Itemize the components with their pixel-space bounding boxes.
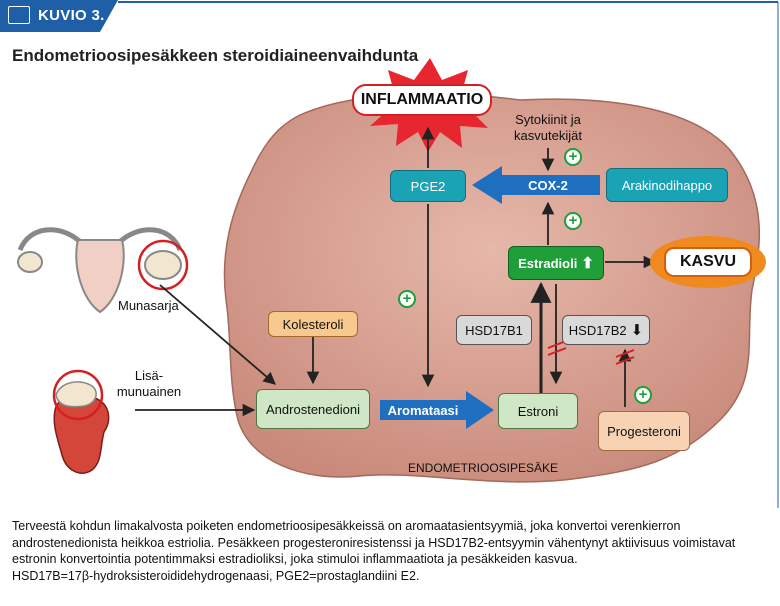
- node-androstenedioni: Androstenedioni: [256, 389, 370, 429]
- node-arakinodihappo-label: Arakinodihappo: [621, 177, 713, 193]
- arrow-ovary-to-andro: [159, 284, 276, 385]
- node-aromataasi-label: Aromataasi: [387, 402, 459, 418]
- plus-icon-sytokiinit: +: [564, 148, 582, 166]
- node-estradioli: Estradioli ⬆: [508, 246, 604, 280]
- node-kasvu-label: KASVU: [679, 253, 736, 270]
- plus-icon-estradioli-cox2: +: [564, 212, 582, 230]
- caption-paragraph-2: HSD17B=17β-hydroksisteroididehydrogenaas…: [12, 568, 420, 583]
- inhibit-mark-hsd17b2: [615, 349, 635, 365]
- node-kolesteroli-label: Kolesteroli: [282, 316, 344, 332]
- node-arakinodihappo: Arakinodihappo: [606, 168, 728, 202]
- node-kasvu: KASVU: [664, 247, 752, 277]
- node-cox2: COX-2: [518, 175, 578, 195]
- node-kolesteroli: Kolesteroli: [268, 311, 358, 337]
- node-androstenedioni-label: Androstenedioni: [266, 401, 360, 417]
- node-hsd17b2: HSD17B2 ⬇: [562, 315, 650, 345]
- node-hsd17b1: HSD17B1: [456, 315, 532, 345]
- node-hsd17b1-label: HSD17B1: [465, 322, 523, 338]
- node-hsd17b2-label: HSD17B2: [568, 322, 627, 338]
- figure-caption: Terveestä kohdun limakalvosta poiketen e…: [12, 518, 772, 584]
- plus-icon-pge2-aromataasi: +: [398, 290, 416, 308]
- plus-icon-progesteroni: +: [634, 386, 652, 404]
- node-aromataasi: Aromataasi: [380, 400, 466, 420]
- node-inflammaatio: INFLAMMAATIO: [352, 84, 492, 116]
- caption-paragraph-1: Terveestä kohdun limakalvosta poiketen e…: [12, 519, 736, 566]
- figure-title: Endometrioosipesäkkeen steroidiaineenvai…: [12, 46, 419, 65]
- node-estradioli-label: Estradioli: [518, 255, 578, 271]
- kidney-illustration: [52, 369, 110, 474]
- label-lisamunuainen: Lisä-munuainen: [116, 368, 182, 399]
- node-inflammaatio-label: INFLAMMAATIO: [360, 91, 484, 108]
- label-endometrioosipesake: ENDOMETRIOOSIPESÄKE: [407, 461, 559, 475]
- arrow-aromataasi: [380, 391, 494, 429]
- header: KUVIO 3.: [0, 0, 118, 32]
- uterus-illustration: [17, 227, 189, 314]
- image-icon: [8, 6, 30, 24]
- label-munasarja: Munasarja: [118, 298, 179, 313]
- node-pge2-label: PGE2: [410, 178, 446, 194]
- node-cox2-label: COX-2: [528, 177, 568, 193]
- node-estroni: Estroni: [498, 393, 578, 429]
- down-arrow-icon: ⬇: [630, 322, 644, 339]
- node-progesteroni: Progesteroni: [598, 411, 690, 451]
- figure-number: KUVIO 3.: [38, 7, 105, 24]
- up-arrow-icon: ⬆: [581, 255, 594, 272]
- label-sytokiinit: Sytokiinit ja kasvutekijät: [514, 112, 582, 143]
- node-estroni-label: Estroni: [517, 403, 559, 419]
- arrow-arakino-to-pge2: [472, 166, 600, 204]
- node-progesteroni-label: Progesteroni: [607, 423, 681, 439]
- node-pge2: PGE2: [390, 170, 466, 202]
